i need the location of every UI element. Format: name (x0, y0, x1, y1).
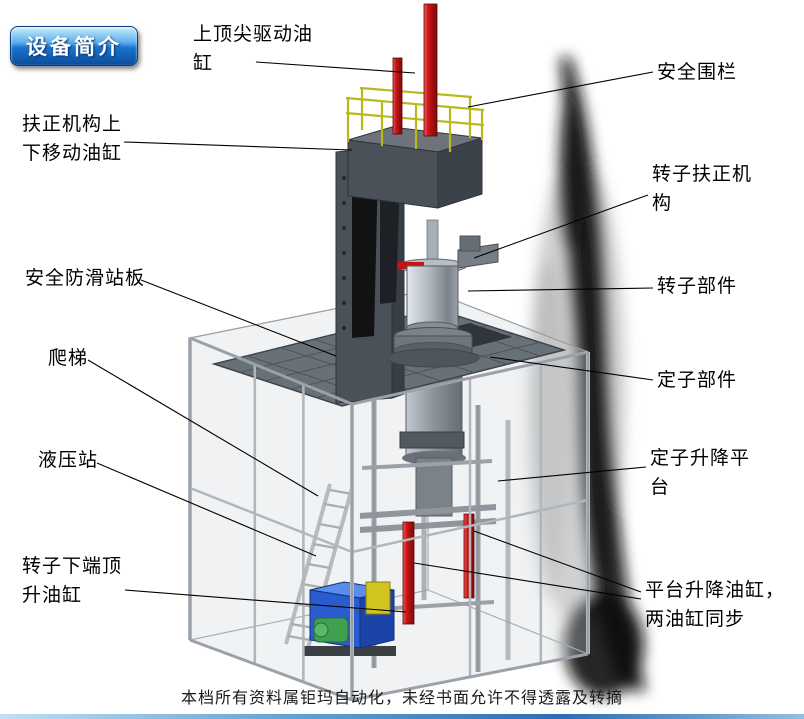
label-platform-lifting-cylinders: 平台升降油缸，两油缸同步 (645, 580, 786, 631)
label-hydraulic-station: 液压站 (38, 450, 99, 471)
leader-lines (87, 61, 654, 613)
label-rotor-centering-mechanism: 转子扶正机构 (652, 164, 753, 215)
label-centering-mechanism-lift-cylinder: 扶正机构上下移动油缸 (22, 114, 123, 165)
safety-railing (345, 86, 485, 152)
label-safety-fence: 安全围栏 (657, 62, 738, 83)
rotor-assembly (386, 219, 499, 368)
label-ladder: 爬梯 (48, 348, 89, 369)
label-anti-slip-standing-plate: 安全防滑站板 (25, 268, 146, 289)
label-stator-lifting-platform: 定子升降平台 (650, 448, 751, 499)
footer-text: 本档所有资料属钜玛自动化，未经书面允许不得透露及转摘 (180, 690, 623, 707)
title-badge: 设备简介 (10, 26, 138, 66)
label-rotor-component: 转子部件 (657, 276, 738, 297)
label-top-spindle-drive-cylinder: 上顶尖驱动油缸 (193, 24, 314, 75)
label-stator-component: 定子部件 (657, 370, 738, 391)
bottom-accent-bar (0, 714, 804, 719)
cage-front-frame (188, 336, 590, 702)
hydraulic-station-unit (304, 581, 396, 656)
label-rotor-bottom-jacking-cylinder: 转子下端顶升油缸 (22, 556, 123, 607)
top-drive-cylinders (392, 3, 438, 137)
press-column (335, 126, 483, 404)
platform-lift-cylinder-left (402, 521, 415, 625)
